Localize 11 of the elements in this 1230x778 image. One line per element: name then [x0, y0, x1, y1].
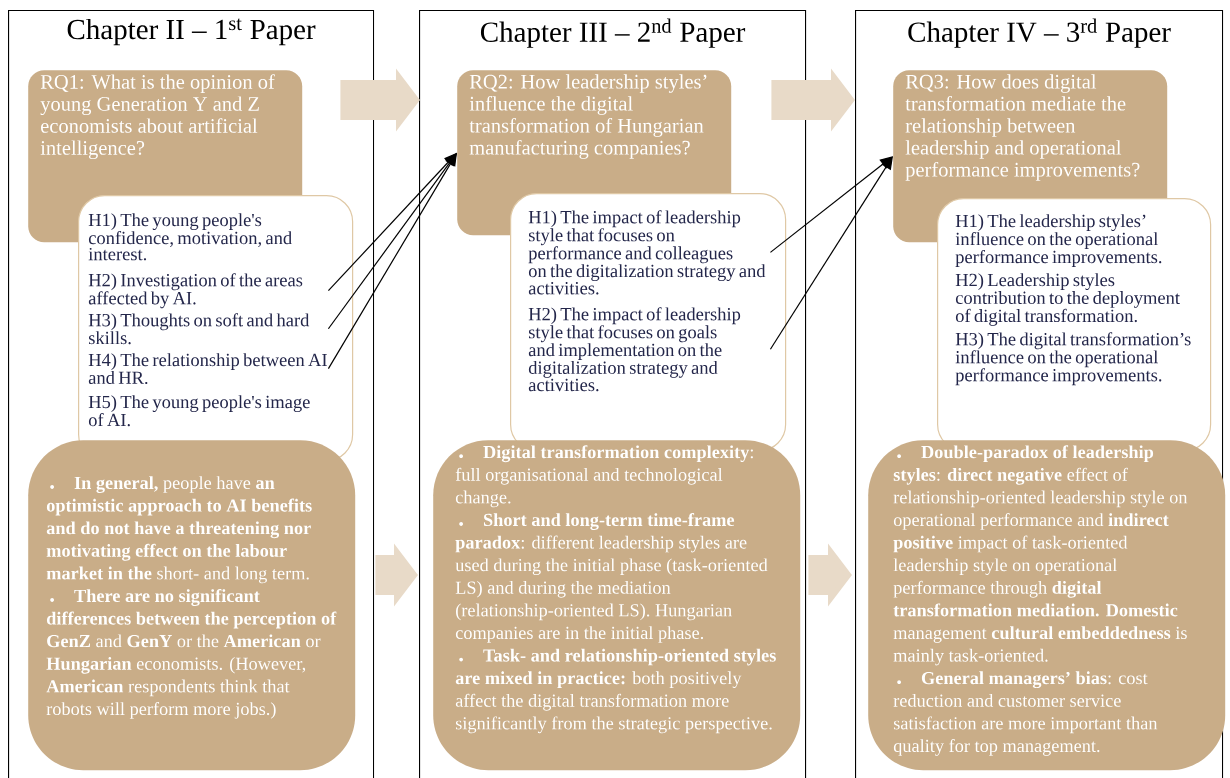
findings-box: Digital transformation complexity: full organisational and technological change. Short and long-term time-frame paradox: different leadership styles are used during the initial phase (task-oriented LS) and during the mediation (relationship-oriented LS). Hungarian companies are in the initial phase. Task- and relationship-oriented styles are mixed in practice: both positively affect the digital transformation more significantly from the strategic perspective.: [433, 440, 801, 771]
findings-box: Double-paradox of leadership styles: direct negative effect of relationship-oriented leadership style on operational performance and indirect positive impact of task-oriented leadership style on operational performance through digital transformation mediation. Domestic management cultural embeddedness is mainly task-oriented. General managers’ bias: cost reduction and customer service satisfaction are more important than quality for top management.: [868, 440, 1226, 771]
hypothesis-text: H4) The relationship between AI and HR.: [88, 353, 327, 385]
hypothesis-text: H5) The young people's image of AI.: [88, 395, 310, 427]
hypothesis-text: H2) Leadership styles contribution to the deployment of digital transformation.: [955, 273, 1180, 326]
findings-box: In general, people have an optimistic approach to AI benefits and do not have a threatening nor motivating effect on the labour market in the short- and long term. There are no significant differences between the perception of GenZ and GenY or the American or Hungarian economists. (However, American respondents think that robots will perform more jobs.): [28, 440, 356, 771]
hypothesis-text: H3) Thoughts on soft and hard skills.: [88, 313, 310, 345]
hypothesis-text: H2) The impact of leadership style that focuses on goals and implementation on the digitalization strategy and activities.: [528, 307, 741, 392]
hypothesis-text: H2) Investigation of the areas affected by AI.: [88, 273, 303, 309]
hypothesis-text: H3) The digital transformation’s influence on the operational performance improvements.: [955, 332, 1191, 386]
arrow: [769, 156, 893, 350]
